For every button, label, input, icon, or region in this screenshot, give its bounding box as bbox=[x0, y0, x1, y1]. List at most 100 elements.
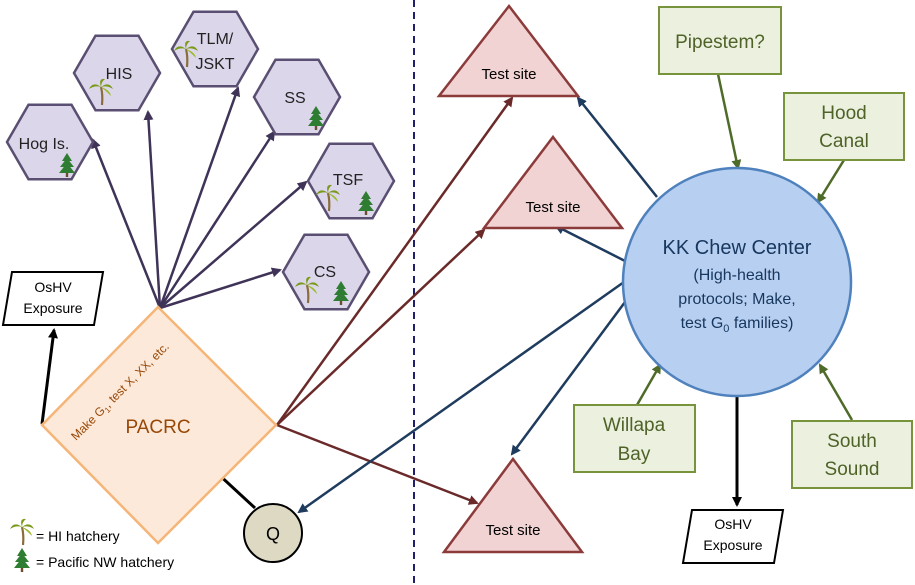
source-pipestem-line1: Pipestem? bbox=[675, 32, 765, 53]
arrow-to-ss bbox=[158, 130, 276, 309]
kk-chew-title: KK Chew Center bbox=[663, 237, 812, 259]
arrow-pipestem-to-kk bbox=[716, 73, 742, 170]
hatchery-label: JSKT bbox=[195, 56, 234, 73]
test-site-mid-triangle bbox=[481, 134, 625, 230]
source-hood-canal-line2: Canal bbox=[819, 131, 869, 152]
oshv-left-line1: OsHV bbox=[34, 279, 72, 295]
hatchery-hexagons: Hog Is. HIS TLM/JSKT SS TSF CS bbox=[5, 10, 396, 311]
pacrc-note-subscript: 1 bbox=[103, 405, 113, 415]
hatchery-node: SS bbox=[252, 58, 342, 136]
arrow-to-tlm bbox=[158, 86, 241, 309]
source-willapa-line1: Willapa bbox=[603, 415, 666, 436]
source-hood-canal-box bbox=[783, 92, 905, 161]
pine-tree-icon bbox=[308, 106, 324, 130]
test-site-mid: Test site bbox=[481, 134, 625, 230]
test-site-bottom-label: Test site bbox=[485, 522, 540, 539]
test-site-bottom: Test site bbox=[441, 456, 585, 554]
hatchery-label: TSF bbox=[333, 172, 363, 189]
hatchery-node: CS bbox=[281, 233, 371, 311]
source-south-sound: South Sound bbox=[791, 420, 913, 489]
hatchery-label: Hog Is. bbox=[19, 136, 70, 153]
oshv-exposure-left: OsHV Exposure bbox=[1, 271, 105, 326]
kk-chew-line2: protocols; Make, bbox=[678, 291, 795, 308]
source-pipestem-box bbox=[658, 6, 782, 75]
pacrc-node: PACRC Make G1, test X, XX, etc. bbox=[40, 305, 278, 545]
test-site-top-triangle bbox=[436, 3, 581, 98]
kk-chew-subscript: 0 bbox=[723, 323, 729, 335]
source-pipestem: Pipestem? bbox=[658, 6, 782, 75]
pine-tree-icon bbox=[14, 548, 30, 572]
palm-tree-icon bbox=[174, 40, 198, 68]
pine-tree-icon bbox=[358, 191, 374, 215]
pine-tree-icon bbox=[333, 281, 349, 305]
arrow-kk-to-test-site-mid bbox=[554, 224, 628, 264]
palm-tree-icon bbox=[89, 78, 113, 106]
oshv-right-line2: Exposure bbox=[703, 537, 762, 553]
legend: = HI hatchery = Pacific NW hatchery bbox=[10, 518, 174, 572]
source-willapa-line2: Bay bbox=[618, 444, 651, 465]
arrow-to-hog-is bbox=[91, 138, 162, 309]
arrow-pacrc-to-oshv-left bbox=[40, 328, 58, 425]
arrow-pacrc-to-test-site-bottom bbox=[276, 423, 479, 505]
hatchery-node: TSF bbox=[306, 142, 396, 220]
legend-pnw-label: = Pacific NW hatchery bbox=[36, 554, 174, 570]
oshv-left-line2: Exposure bbox=[23, 300, 82, 316]
test-site-mid-label: Test site bbox=[525, 199, 580, 216]
hatchery-hexagon bbox=[72, 34, 162, 112]
source-hood-canal-line1: Hood bbox=[821, 103, 866, 124]
hatchery-label: SS bbox=[284, 90, 305, 107]
palm-tree-icon bbox=[316, 184, 340, 212]
test-site-top: Test site bbox=[436, 3, 581, 98]
kk-center-arrows bbox=[297, 96, 658, 514]
q-circle bbox=[243, 503, 303, 563]
arrow-kk-to-q bbox=[297, 280, 625, 514]
oshv-right-trapezoid bbox=[681, 509, 785, 564]
hatchery-hexagon bbox=[170, 10, 260, 88]
palm-tree-icon bbox=[295, 276, 319, 304]
source-south-sound-line1: South bbox=[827, 431, 877, 452]
source-willapa-bay-box bbox=[573, 404, 696, 473]
source-arrows bbox=[635, 73, 854, 421]
pacrc-label: PACRC bbox=[125, 417, 190, 438]
kk-chew-line1: (High-health bbox=[693, 267, 780, 284]
kk-chew-center: KK Chew Center (High-health protocols; M… bbox=[621, 166, 853, 398]
source-willapa-bay: Willapa Bay bbox=[573, 404, 696, 473]
hatchery-label: TLM/ bbox=[197, 31, 234, 48]
legend-palm-icon bbox=[10, 518, 34, 546]
arrow-pacrc-to-test-site-top bbox=[275, 96, 514, 426]
kk-chew-line3: test G0 families) bbox=[681, 315, 794, 335]
source-hood-canal: Hood Canal bbox=[783, 92, 905, 161]
q-node: Q bbox=[243, 503, 303, 563]
source-south-sound-box bbox=[791, 420, 913, 489]
legend-pine-icon bbox=[14, 548, 30, 572]
arrow-to-tsf bbox=[159, 180, 308, 309]
test-site-top-label: Test site bbox=[481, 66, 536, 83]
oshv-right-line1: OsHV bbox=[714, 516, 752, 532]
arrow-kk-to-test-site-bottom bbox=[510, 297, 630, 456]
arrow-south-sound-to-kk bbox=[818, 363, 854, 421]
pacrc-to-testsite-arrows bbox=[275, 96, 514, 505]
arrow-to-his bbox=[143, 110, 162, 309]
pacrc-to-hatchery-arrows bbox=[91, 86, 308, 310]
arrow-willapa-to-kk bbox=[635, 363, 662, 406]
pacrc-diamond bbox=[40, 305, 278, 545]
hatchery-node: HIS bbox=[72, 34, 162, 112]
test-site-bottom-triangle bbox=[441, 456, 585, 554]
pine-tree-icon bbox=[59, 153, 75, 177]
arrow-pacrc-to-test-site-mid bbox=[276, 228, 486, 426]
hatchery-label: CS bbox=[314, 264, 336, 281]
source-south-sound-line2: Sound bbox=[825, 459, 880, 480]
arrow-hood-canal-to-kk bbox=[816, 159, 846, 204]
arrow-kk-to-test-site-top bbox=[576, 96, 658, 198]
legend-hi-label: = HI hatchery bbox=[36, 528, 120, 544]
hatchery-hexagon bbox=[281, 233, 371, 311]
q-label: Q bbox=[266, 524, 280, 544]
hatchery-node: Hog Is. bbox=[5, 103, 95, 181]
oshv-exposure-right: OsHV Exposure bbox=[681, 509, 785, 564]
arrow-to-cs bbox=[159, 267, 282, 310]
hatchery-label: HIS bbox=[106, 66, 133, 83]
palm-tree-icon bbox=[10, 518, 34, 546]
kk-chew-circle bbox=[621, 166, 853, 398]
hatchery-node: TLM/JSKT bbox=[170, 10, 260, 88]
